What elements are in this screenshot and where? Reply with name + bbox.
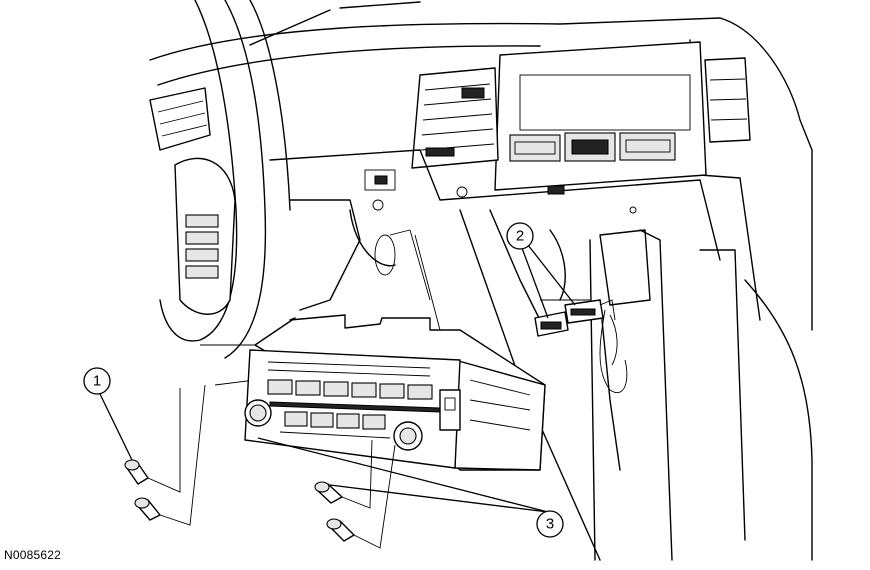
callout-1-label: 1 [93,373,101,390]
figure-id: N0085622 [4,548,61,562]
callout-3: 3 [536,510,564,538]
audio-control-module [244,314,546,471]
right-air-vent [704,57,751,143]
dashboard [149,1,813,561]
steering-wheel-switches [185,214,219,279]
center-stack-buttons [509,132,676,162]
callout-2: 2 [506,222,534,250]
alignment-lines [200,229,590,386]
upper-button-row [267,379,433,400]
volume-knob [244,399,272,427]
tuning-knob [393,421,423,451]
left-air-vent [149,87,211,151]
bolt-upper-right [314,481,343,504]
electrical-connectors [534,299,616,337]
callout-leaders [99,244,576,513]
bolt-lower-left [134,497,161,521]
bolt-lower-right [326,518,355,542]
callout-3-label: 3 [546,516,554,533]
bolt-upper-left [124,459,149,485]
lower-button-row [284,411,386,430]
center-air-vent [411,67,499,169]
bolt-paths [147,384,396,549]
callout-1: 1 [83,367,111,395]
callout-2-label: 2 [516,228,524,245]
steering-wheel [159,0,291,359]
